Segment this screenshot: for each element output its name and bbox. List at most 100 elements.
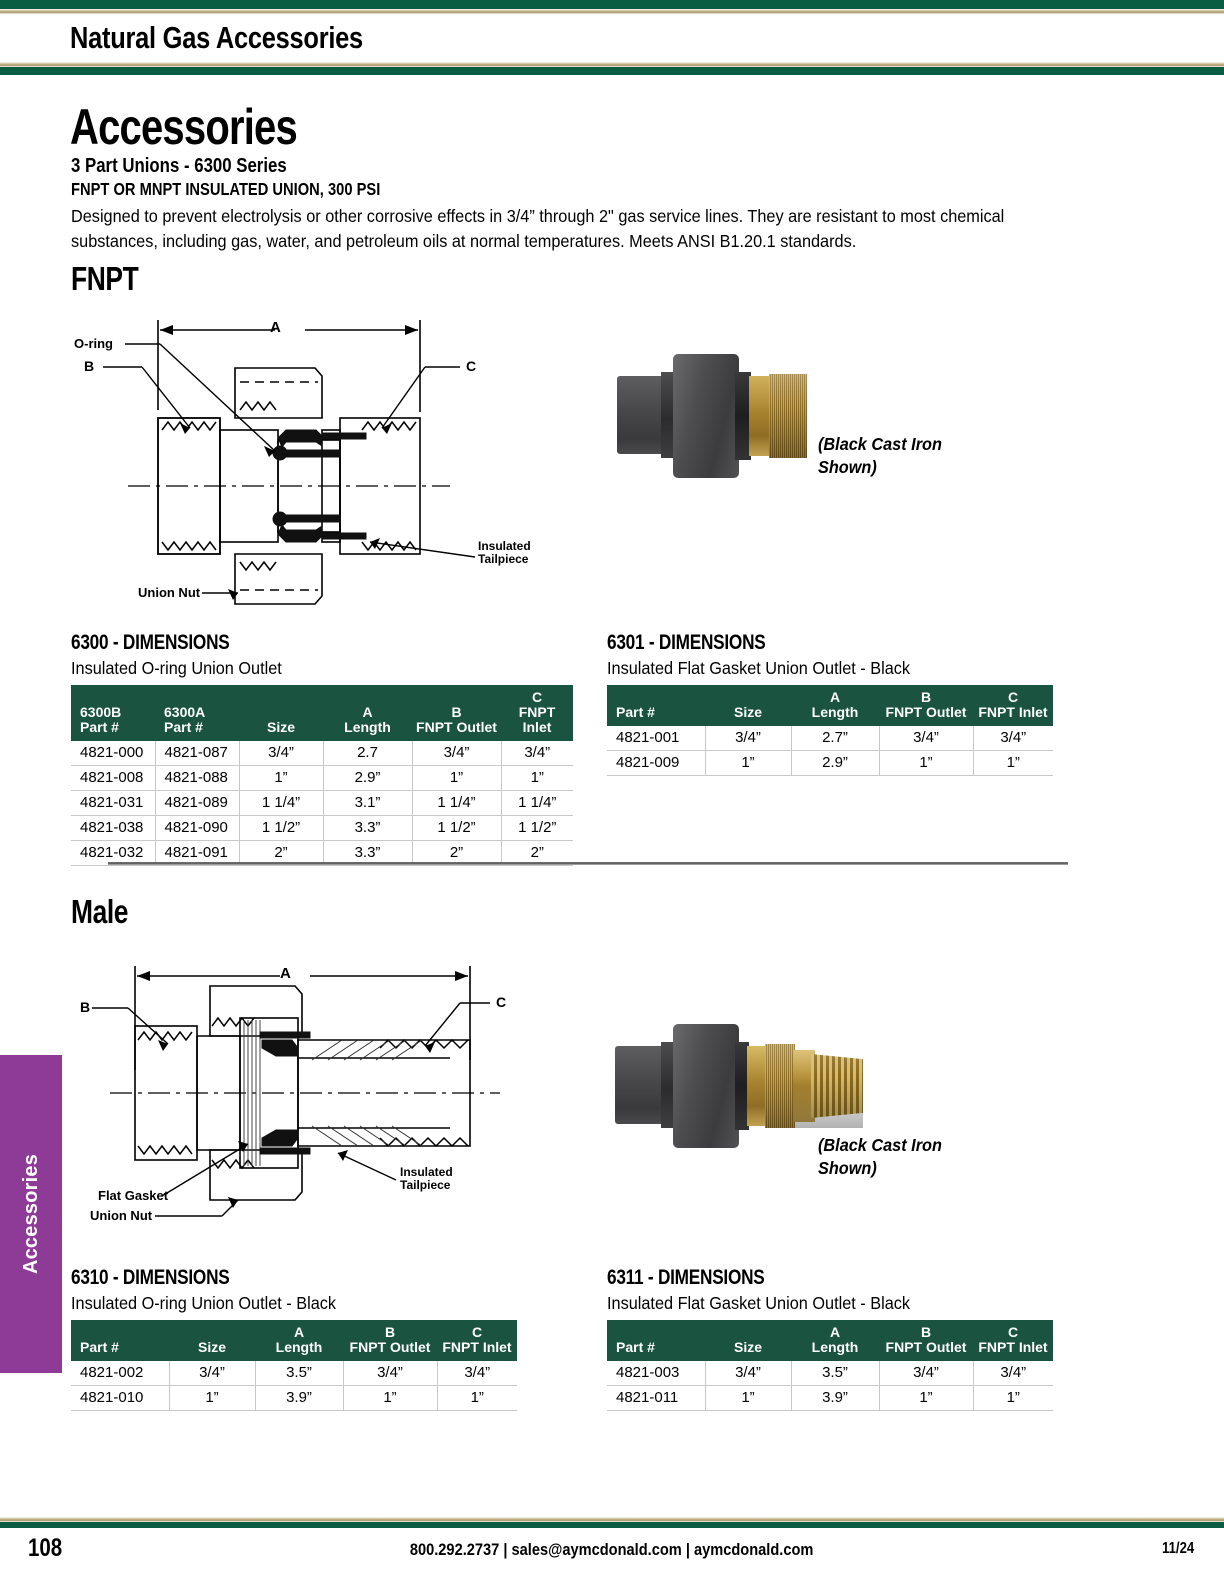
cell-size: 3/4” — [169, 1361, 256, 1386]
col-size: Size — [705, 685, 791, 726]
header-tan-rule-bottom — [0, 62, 1224, 67]
page-description: Designed to prevent electrolysis or othe… — [71, 206, 1005, 251]
cell-inlet: 3/4” — [437, 1361, 517, 1386]
col-c-fnpt-inlet: C FNPT Inlet — [973, 1320, 1053, 1361]
table-header-row: 6300B Part # 6300A Part # Size A Length … — [71, 685, 573, 741]
fnpt-photo-caption: (Black Cast Iron Shown) — [818, 433, 942, 479]
table-header-row: Part # Size A Length B FNPT Outlet C FNP… — [71, 1320, 517, 1361]
svg-text:Insulated: Insulated — [478, 539, 531, 553]
cell-length: 3.3” — [323, 815, 413, 841]
table-row: 4821-001 3/4” 2.7” 3/4” 3/4” — [607, 726, 1053, 751]
col-6300b-partnum: 6300B Part # — [71, 685, 155, 741]
col-size: Size — [239, 685, 323, 741]
section-heading-male: Male — [71, 893, 129, 930]
cell-part-a: 4821-091 — [155, 840, 240, 866]
footer-tan-rule — [0, 1517, 1224, 1522]
cell-part-b: 4821-000 — [71, 741, 156, 766]
svg-text:Union Nut: Union Nut — [90, 1208, 153, 1223]
header-tan-rule-top — [0, 9, 1224, 14]
table-subtitle-6310: Insulated O-ring Union Outlet - Black — [71, 1293, 337, 1313]
svg-text:B: B — [80, 999, 90, 1015]
col-partnum: Part # — [607, 685, 705, 726]
cell-part: 4821-011 — [607, 1385, 706, 1411]
dimensions-table-6301: Part # Size A Length B FNPT Outlet C FNP… — [607, 685, 1053, 776]
cell-part-a: 4821-089 — [155, 790, 240, 816]
svg-text:Tailpiece: Tailpiece — [400, 1178, 451, 1192]
table-row: 4821-010 1” 3.9” 1” 1” — [71, 1385, 517, 1411]
cell-inlet: 1” — [501, 765, 573, 791]
cell-outlet: 2” — [412, 840, 502, 866]
cell-outlet: 1” — [343, 1385, 438, 1411]
table-row: 4821-000 4821-087 3/4” 2.7 3/4” 3/4” — [71, 741, 573, 766]
cell-inlet: 1 1/4” — [501, 790, 573, 816]
cell-length: 2.9” — [791, 750, 880, 776]
table-title-6311: 6311 - DIMENSIONS — [607, 1266, 765, 1289]
table-block-6311: 6311 - DIMENSIONS Insulated Flat Gasket … — [607, 1266, 1053, 1411]
cell-part-b: 4821-008 — [71, 765, 156, 791]
section-side-tab: Accessories — [0, 1055, 62, 1373]
male-photo-caption: (Black Cast Iron Shown) — [818, 1134, 942, 1180]
male-photo-caption-line1: (Black Cast Iron — [818, 1135, 942, 1155]
svg-text:B: B — [84, 358, 94, 374]
table-title-6300: 6300 - DIMENSIONS — [71, 631, 230, 654]
cell-size: 3/4” — [705, 1361, 792, 1386]
cell-outlet: 3/4” — [879, 726, 974, 751]
footer-contact-text: 800.292.2737 | sales@aymcdonald.com | ay… — [410, 1540, 814, 1559]
cell-part: 4821-010 — [71, 1385, 170, 1411]
fnpt-technical-drawing: O-ring B C A Union Nut Insulated Tailpie… — [70, 310, 560, 610]
page-footer: 108 800.292.2737 | sales@aymcdonald.com … — [0, 1500, 1224, 1584]
col-a-length: A Length — [323, 685, 412, 741]
male-technical-drawing: B C A Flat Gasket Union Nut Insulated Ta… — [80, 948, 550, 1238]
cell-part-a: 4821-087 — [155, 741, 240, 766]
table-row: 4821-031 4821-089 1 1/4” 3.1” 1 1/4” 1 1… — [71, 790, 573, 816]
page-header: Natural Gas Accessories — [0, 0, 1224, 78]
cell-size: 2” — [239, 840, 324, 866]
header-green-bar-top — [0, 0, 1224, 9]
cell-inlet: 2” — [501, 840, 573, 866]
cell-part: 4821-002 — [71, 1361, 170, 1386]
table-subtitle-6311: Insulated Flat Gasket Union Outlet - Bla… — [607, 1293, 911, 1313]
col-a-length: A Length — [791, 685, 879, 726]
cell-inlet: 3/4” — [973, 1361, 1053, 1386]
page-title: Accessories — [70, 99, 298, 155]
table-header-row: Part # Size A Length B FNPT Outlet C FNP… — [607, 1320, 1053, 1361]
col-b-fnpt-outlet: B FNPT Outlet — [343, 1320, 437, 1361]
cell-inlet: 3/4” — [501, 741, 573, 766]
cell-outlet: 3/4” — [412, 741, 502, 766]
footer-green-bar — [0, 1522, 1224, 1528]
cell-part: 4821-009 — [607, 750, 706, 776]
col-a-length: A Length — [255, 1320, 343, 1361]
svg-text:Union Nut: Union Nut — [138, 585, 201, 600]
dimensions-table-6310: Part # Size A Length B FNPT Outlet C FNP… — [71, 1320, 517, 1411]
cell-size: 3/4” — [239, 741, 324, 766]
cell-length: 2.9” — [323, 765, 413, 791]
cell-size: 1” — [239, 765, 324, 791]
footer-date-code: 11/24 — [1161, 1540, 1194, 1557]
col-c-fnpt-inlet: C FNPT Inlet — [973, 685, 1053, 726]
table-block-6301: 6301 - DIMENSIONS Insulated Flat Gasket … — [607, 631, 1053, 776]
page-subtitle-spec: FNPT OR MNPT INSULATED UNION, 300 PSI — [71, 179, 381, 199]
table-row: 4821-011 1” 3.9” 1” 1” — [607, 1385, 1053, 1411]
col-c-fnpt-inlet: C FNPT Inlet — [501, 685, 573, 741]
col-size: Size — [705, 1320, 791, 1361]
cell-inlet: 3/4” — [973, 726, 1053, 751]
cell-outlet: 1” — [879, 1385, 974, 1411]
cell-length: 3.3” — [323, 840, 413, 866]
svg-text:Insulated: Insulated — [400, 1165, 453, 1179]
header-green-bar-bottom — [0, 67, 1224, 75]
col-a-length: A Length — [791, 1320, 879, 1361]
table-block-6300: 6300 - DIMENSIONS Insulated O-ring Union… — [71, 631, 573, 866]
page-subtitle-series: 3 Part Unions - 6300 Series — [71, 155, 287, 177]
cell-outlet: 1 1/2” — [412, 815, 502, 841]
cell-size: 1” — [169, 1385, 256, 1411]
male-product-photo — [615, 1006, 863, 1148]
table-title-6310: 6310 - DIMENSIONS — [71, 1266, 230, 1289]
fnpt-photo-caption-line1: (Black Cast Iron — [818, 434, 942, 454]
cell-part: 4821-001 — [607, 726, 706, 751]
cell-length: 3.1” — [323, 790, 413, 816]
cell-outlet: 1 1/4” — [412, 790, 502, 816]
col-partnum: Part # — [71, 1320, 169, 1361]
table-row: 4821-009 1” 2.9” 1” 1” — [607, 750, 1053, 776]
cell-size: 1” — [705, 1385, 792, 1411]
cell-part-a: 4821-090 — [155, 815, 240, 841]
